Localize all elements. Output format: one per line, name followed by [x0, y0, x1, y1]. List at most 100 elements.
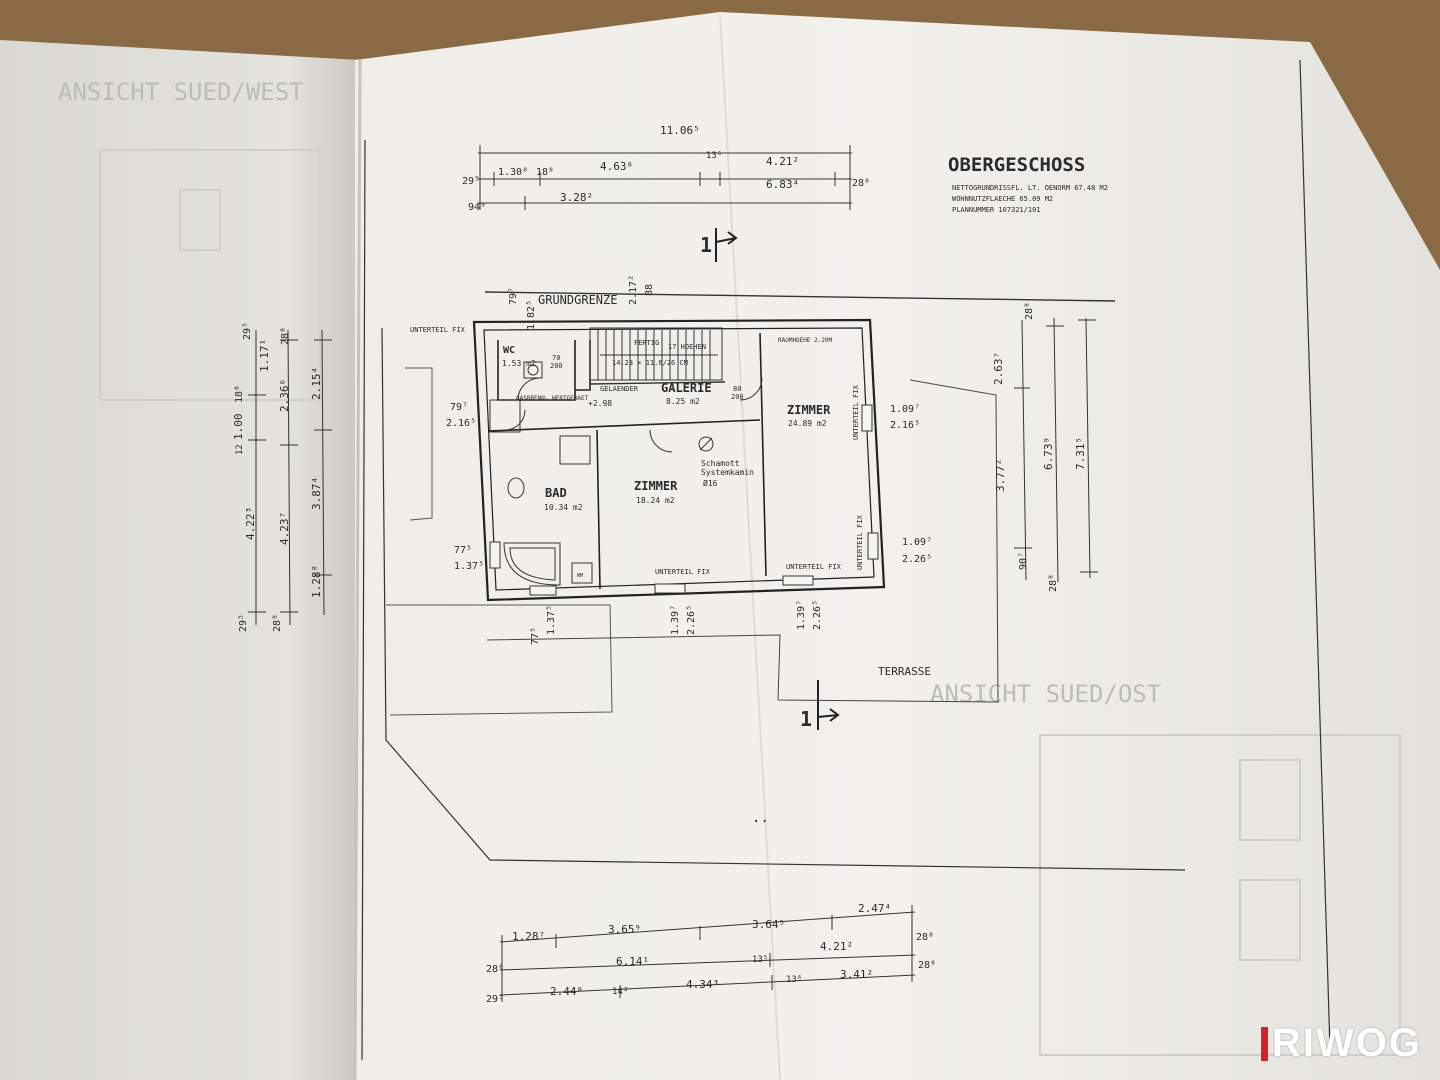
- property-boundary: [484, 291, 1116, 302]
- dim-opening-12: 1.39⁷: [796, 600, 807, 630]
- paper-left-panel: [0, 40, 360, 1080]
- dim-bottom3-0: 29⁵: [486, 994, 504, 1005]
- label-grundgrenze: GRUNDGRENZE: [538, 293, 617, 307]
- dim-left-b-3: 28⁸: [272, 614, 283, 632]
- label-unterteil-fix-5: UNTERTEIL FIX: [856, 514, 864, 570]
- dim-top2-1: 3.28²: [560, 191, 593, 204]
- dim-right-3: 90⁷: [1018, 552, 1029, 570]
- dim-bottom1-2: 3.64⁵: [752, 918, 785, 931]
- dim-bottom3-5: 3.41²: [840, 968, 873, 981]
- chimney-label-2: Systemkamin: [701, 468, 754, 477]
- paper-right-panel: [355, 12, 1440, 1080]
- section-marker-bottom: 1: [800, 707, 812, 731]
- room-zimmer-right-area: 24.89 m2: [788, 419, 827, 428]
- dim-right-4: 6.73⁹: [1042, 437, 1055, 470]
- room-zimmer-right-name: ZIMMER: [787, 403, 831, 417]
- dim-bottom3-4: 13⁶: [786, 975, 802, 985]
- dim-top1-1: 1.30⁸: [498, 167, 528, 178]
- dim-opening-14: 79⁷: [508, 287, 519, 305]
- dim-left-c-2: 3.87⁴: [310, 477, 323, 510]
- dim-opening-3: 1.37⁵: [454, 561, 484, 572]
- site-outline: [381, 327, 1186, 871]
- top-dimensions: [478, 145, 852, 210]
- stair-label-3: 14.23 × 11.6/26 CM: [612, 359, 688, 367]
- dim-opening-1: 2.16⁵: [446, 418, 476, 429]
- stair-label-2: 17 HOEHEN: [668, 343, 706, 351]
- dim-bottom2-3: 4.21²: [820, 940, 853, 953]
- terrace-outline: [486, 379, 999, 703]
- dim-top1-3: 4.63⁸: [600, 160, 633, 173]
- exterior-walls: [472, 318, 886, 602]
- dim-bottom3-6: 28⁸: [918, 960, 936, 971]
- room-wc-area: 1.53 m2: [502, 359, 536, 368]
- room-bad-area: 10.34 m2: [544, 503, 583, 512]
- dim-left-b-0: 1.17¹: [258, 339, 271, 372]
- dim-bottom1-3: 2.47⁴: [858, 902, 891, 915]
- dim-left-a-1: 1.00: [232, 414, 245, 441]
- dim-opening-10: 1.39⁷: [670, 605, 681, 635]
- left-dimensions: [248, 329, 332, 626]
- frame-left: [361, 139, 366, 1061]
- label-wm: WM: [577, 573, 583, 579]
- label-gelaender: GELAENDER: [600, 385, 639, 393]
- room-zimmer-mid-name: ZIMMER: [634, 479, 678, 493]
- dim-right-6: 28⁸: [1048, 574, 1059, 592]
- faint-elevation-left: [99, 149, 321, 401]
- dim-top2-2: 6.83⁴: [766, 178, 799, 191]
- dim-bottom1-0: 1.28⁷: [512, 930, 545, 943]
- dim-opening-6: 1.09⁷: [902, 537, 932, 548]
- dim-opening-0: 79⁷: [450, 402, 468, 413]
- logo-text: RIWOG: [1272, 1021, 1422, 1065]
- sheet-title: OBERGESCHOSS: [948, 154, 1085, 176]
- label-unterteil-fix-4: UNTERTEIL FIX: [852, 384, 860, 440]
- dim-left-c-0: 29⁵: [242, 322, 253, 340]
- fold-line: [353, 59, 362, 1080]
- room-zimmer-mid-area: 18.24 m2: [636, 496, 675, 505]
- right-dimensions: [1014, 317, 1098, 583]
- dim-top2-0: 94⁹: [468, 202, 486, 213]
- dim-bottom2-0: 28⁸: [486, 964, 504, 975]
- label-unterteil-fix-1: UNTERTEIL FIX: [410, 326, 466, 334]
- dim-left-a-2: 12: [235, 444, 245, 455]
- door-h-200b: 200: [731, 393, 744, 401]
- stair-outline-left: [405, 367, 433, 521]
- dim-left-a-3: 4.22³: [244, 507, 257, 540]
- dim-opening-17: 88: [644, 284, 655, 296]
- riwog-logo: RIWOG: [1261, 1021, 1422, 1066]
- bottom-dimensions: [499, 905, 916, 1002]
- door-h-200: 200: [550, 362, 563, 370]
- dim-bottom2-1: 6.14¹: [616, 955, 649, 968]
- dim-opening-5: 2.16⁵: [890, 420, 920, 431]
- dim-left-c-3: 1.28⁸: [310, 565, 323, 598]
- dim-bottom3-2: 14³: [612, 987, 628, 997]
- level-mark: +2.98: [588, 399, 612, 408]
- frame-right: [1299, 59, 1331, 1051]
- room-bad-name: BAD: [545, 486, 567, 500]
- dim-left-a-4: 29⁵: [238, 614, 249, 632]
- logo-accent-bar: [1261, 1026, 1269, 1061]
- dim-opening-16: 2.17²: [628, 275, 639, 305]
- label-unterteil-fix-3: UNTERTEIL FIX: [786, 563, 842, 571]
- dim-bottom1-1: 3.65⁹: [608, 923, 641, 936]
- dim-left-b-2: 4.23⁷: [278, 512, 291, 545]
- dim-opening-2: 77⁵: [454, 545, 472, 556]
- dim-left-a-0: 18⁸: [234, 385, 245, 403]
- dim-top1-2: 18⁸: [536, 167, 554, 178]
- dim-bottom3-3: 4.34³: [686, 978, 719, 991]
- dim-opening-8: 77⁵: [530, 627, 541, 645]
- door-w-80: 80: [733, 385, 741, 393]
- chimney-label-3: Ø16: [703, 478, 718, 488]
- room-galerie-area: 8.25 m2: [666, 397, 700, 406]
- door-w-70: 70: [552, 354, 560, 362]
- dim-opening-7: 2.26⁵: [902, 554, 932, 565]
- stair-label-1: FERTIG: [634, 339, 659, 347]
- section-arrow-top: [715, 228, 738, 262]
- dim-opening-15: 1.82⁵: [526, 300, 537, 330]
- chimney-label-1: Schamott: [701, 459, 740, 468]
- dim-left-c-1: 2.15⁴: [310, 367, 323, 400]
- dim-bottom2-4: 28⁸: [916, 932, 934, 943]
- dim-top-overall: 11.06⁵: [660, 124, 700, 137]
- stray-dots: ..: [752, 810, 769, 826]
- faint-title-right: ANSICHT SUED/OST: [930, 680, 1161, 708]
